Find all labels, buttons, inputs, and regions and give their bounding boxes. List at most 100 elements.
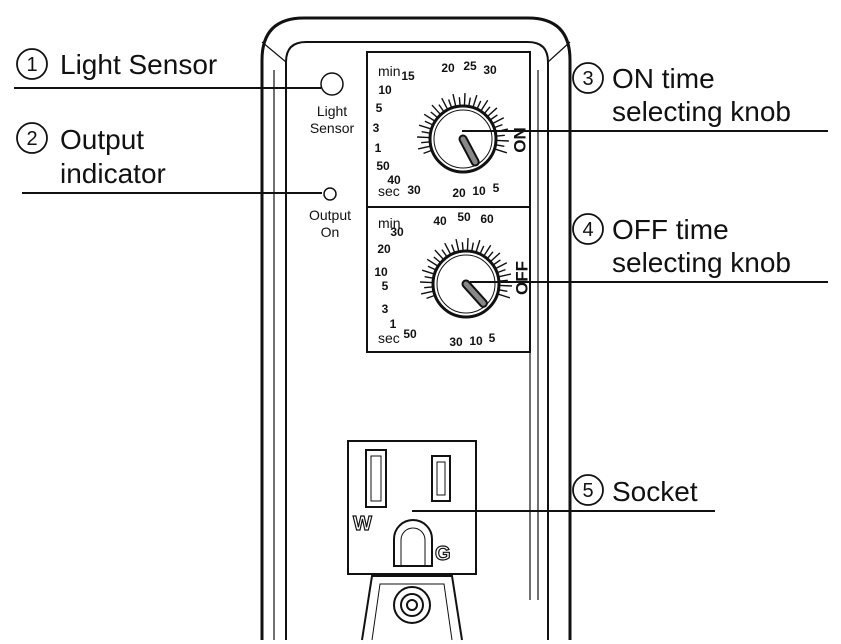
on-dial-tick xyxy=(472,94,478,107)
output-indicator-led xyxy=(323,187,337,201)
off-dial-tick xyxy=(493,259,501,266)
off-dial-tick xyxy=(424,286,433,289)
on-dial-sec-tick-label: 20 xyxy=(452,186,466,200)
off-dial-tick xyxy=(441,249,448,257)
off-dial-tick xyxy=(498,293,511,299)
on-dial-tick xyxy=(447,99,453,108)
on-dial-tick xyxy=(421,141,430,144)
on-dial-min-tick-label: 25 xyxy=(463,59,477,73)
on-dial-sec-tick-label: 10 xyxy=(472,184,486,198)
on-dial-tick xyxy=(430,111,438,118)
off-dial-sec-tick-label: 5 xyxy=(489,331,496,345)
on-dial-min-tick-label: 30 xyxy=(483,63,497,77)
off-dial-min-tick-label: 50 xyxy=(457,210,471,224)
off-dial-tick xyxy=(420,281,433,284)
off-dial-sec-tick-label: 3 xyxy=(382,302,389,316)
off-dial-knob-label: OFF xyxy=(513,261,532,295)
on-dial-tick xyxy=(452,93,457,106)
on-dial-tick xyxy=(476,100,482,109)
off-dial-tick xyxy=(479,245,485,254)
off-dial-tick xyxy=(455,238,460,251)
off-dial-sec-label: sec xyxy=(378,330,400,346)
on-dial-min-tick-label: 1 xyxy=(375,141,382,155)
mounting-tab xyxy=(361,575,463,641)
off-dial-tick xyxy=(499,289,508,292)
output-label-line-1: Output xyxy=(309,207,351,223)
callout-off-knob-text-line-1: OFF time xyxy=(612,214,729,245)
off-dial-min-label: min xyxy=(378,215,401,231)
off-dial-sec-tick-label: 30 xyxy=(449,335,463,349)
on-dial-tick xyxy=(423,113,435,122)
off-dial-tick xyxy=(426,258,438,267)
on-dial-tick xyxy=(417,136,430,139)
off-dial-min-tick-label: 30 xyxy=(390,225,404,239)
socket-w-label: W xyxy=(353,513,372,535)
off-dial-tick xyxy=(424,276,433,279)
socket-g-label: G xyxy=(435,543,451,565)
off-dial-tick xyxy=(499,273,512,278)
on-dial-sec-tick-label: 30 xyxy=(407,183,421,197)
on-dial-min-label: min xyxy=(378,63,401,79)
off-dial-tick xyxy=(450,244,456,253)
off-dial-tick xyxy=(499,279,508,282)
off-dial-sec-tick-label: 10 xyxy=(469,334,483,348)
callout-output-text-line-1: Output xyxy=(60,124,144,155)
svg-text:4: 4 xyxy=(582,219,593,241)
off-dial-tick xyxy=(444,242,451,255)
on-dial-sec-tick-label: 50 xyxy=(376,159,390,173)
off-dial-min-tick-label: 5 xyxy=(382,279,389,293)
on-dial-sec-tick-label: 5 xyxy=(493,181,500,195)
socket-narrow-slot xyxy=(431,455,451,502)
on-dial-tick xyxy=(438,104,445,112)
callout-socket: 5 Socket xyxy=(412,474,715,512)
on-dial-tick xyxy=(496,144,505,147)
off-dial-tick xyxy=(475,239,481,252)
off-dial-tick xyxy=(433,256,441,263)
off-dial-tick xyxy=(434,249,444,260)
off-dial-tick xyxy=(495,262,508,269)
socket: W G xyxy=(347,440,477,575)
off-dial-tick xyxy=(499,284,512,287)
on-dial-min-tick-label: 3 xyxy=(373,121,380,135)
on-dial-knob-label: ON xyxy=(511,127,530,153)
socket-wide-slot xyxy=(365,449,387,508)
on-dial-sec-label: sec xyxy=(378,183,400,199)
callout-on-knob-text-line-2: selecting knob xyxy=(612,96,791,127)
off-dial-sec-tick-label: 50 xyxy=(403,327,417,341)
off-dial-tick xyxy=(487,251,494,259)
on-dial-tick xyxy=(496,139,509,142)
callout-output-text-line-2: indicator xyxy=(60,158,166,189)
off-dial-tick xyxy=(471,242,474,251)
on-dial-tick xyxy=(480,99,489,111)
on-dial-min-tick-label: 5 xyxy=(376,101,383,115)
off-dial-min-tick-label: 60 xyxy=(480,212,494,226)
off-dial-tick xyxy=(497,268,506,274)
callout-on-knob: 3 ON time selecting knob xyxy=(462,62,828,132)
on-dial-tick xyxy=(496,134,505,137)
off-dial-tick xyxy=(490,252,501,262)
on-dial-tick xyxy=(458,97,461,106)
on-dial-tick xyxy=(418,124,431,130)
off-dial-tick xyxy=(420,290,433,295)
off-dial-tick xyxy=(427,265,436,271)
on-dial-tick xyxy=(492,117,505,124)
on-dial-tick xyxy=(490,114,498,121)
callout-socket-text: Socket xyxy=(612,476,698,507)
callout-light-sensor: 1 Light Sensor xyxy=(14,48,321,89)
off-dial-sec-tick-label: 1 xyxy=(390,317,397,331)
svg-text:2: 2 xyxy=(26,128,37,150)
svg-text:3: 3 xyxy=(582,68,593,90)
callout-light-sensor-text: Light Sensor xyxy=(60,49,217,80)
on-dial-tick xyxy=(424,120,433,126)
on-dial-min-tick-label: 20 xyxy=(441,61,455,75)
callout-on-knob-text-line-1: ON time xyxy=(612,63,715,94)
socket-ground-hole xyxy=(393,519,433,567)
on-dial-tick xyxy=(468,97,471,106)
on-dial-min-tick-label: 10 xyxy=(378,83,392,97)
on-dial-tick xyxy=(494,123,503,129)
callout-off-knob-text-line-2: selecting knob xyxy=(612,247,791,278)
off-dial-tick xyxy=(421,269,434,275)
